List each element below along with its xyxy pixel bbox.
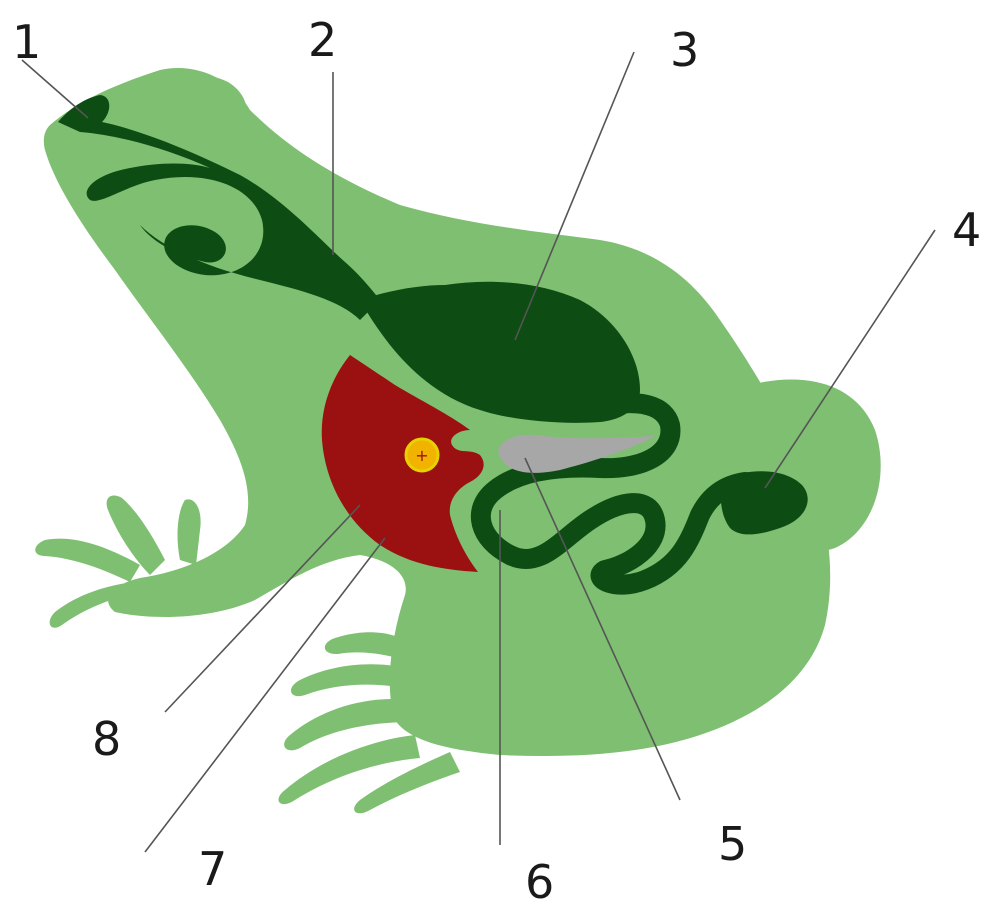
label-7: 7 [198,842,227,896]
gallbladder: + [406,439,438,471]
hind-toe-2 [291,664,405,696]
front-toe-1 [178,499,201,565]
label-2: 2 [308,13,337,67]
frog-body [35,68,880,813]
label-6: 6 [525,855,554,902]
label-8: 8 [92,712,121,766]
label-4: 4 [952,203,981,257]
label-1: 1 [12,15,41,69]
hind-toe-1 [325,632,405,660]
label-5: 5 [718,817,747,871]
label-3: 3 [670,23,699,77]
front-toe-3 [35,539,140,582]
gallbladder-mark: + [415,446,428,465]
